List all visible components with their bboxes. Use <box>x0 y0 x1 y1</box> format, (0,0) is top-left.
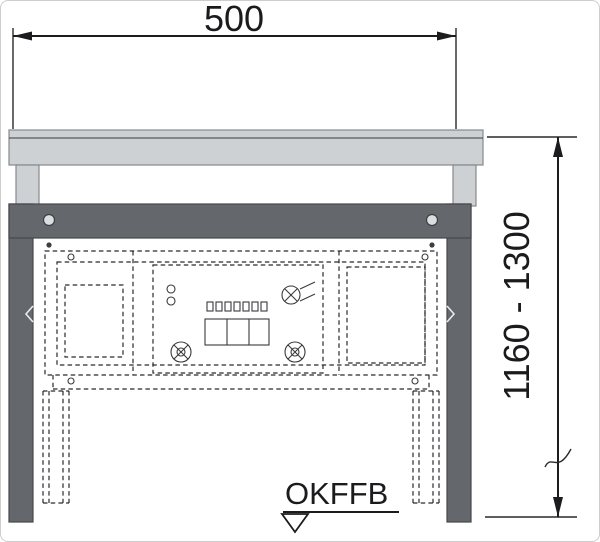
fixing-hole-icon <box>421 253 429 261</box>
floor-level-label: OKFFB <box>285 476 388 511</box>
valve-icon <box>166 296 176 306</box>
arrow-up-icon <box>553 137 563 157</box>
rivet-icon <box>46 242 52 248</box>
top-wall-rail <box>8 129 484 166</box>
pipe-connection-icon <box>170 341 192 363</box>
frame-rail-right <box>446 203 472 523</box>
flush-bend <box>281 281 316 305</box>
fixing-hole-icon <box>411 377 419 385</box>
cistern-left-chamber <box>64 284 124 358</box>
rail-notch-right <box>446 305 456 323</box>
rivet-icon <box>429 242 435 248</box>
cistern-right-chamber <box>346 266 426 364</box>
screw-icon <box>425 213 439 227</box>
flush-unit <box>152 264 324 374</box>
fixing-hole-icon <box>67 377 75 385</box>
arrow-down-icon <box>553 497 563 517</box>
cistern-body <box>44 250 438 376</box>
rail-notch-left <box>24 305 34 323</box>
arrow-right-icon <box>437 31 456 41</box>
height-dimension-label: 1160 - 1300 <box>496 211 537 401</box>
support-leg-right <box>412 390 440 504</box>
level-marker-icon <box>280 513 310 534</box>
support-legs <box>42 390 440 504</box>
screw-icon <box>42 213 56 227</box>
break-symbol-icon <box>544 448 572 468</box>
height-dimension: 1160 - 1300 <box>485 136 577 518</box>
actuator-box <box>204 318 270 346</box>
frame-rail-left <box>8 203 34 523</box>
width-dimension: 500 <box>12 1 457 129</box>
pipe-connection-icon <box>284 341 306 363</box>
support-leg-left <box>42 390 70 504</box>
frame-leg-left <box>15 164 40 207</box>
cistern-outline <box>44 250 438 390</box>
frame-crossbar <box>8 203 472 239</box>
mounting-frame <box>8 129 484 523</box>
fixing-hole-icon <box>67 253 75 261</box>
frame-leg-right <box>452 164 477 207</box>
rack-teeth <box>206 301 268 312</box>
width-dimension-label: 500 <box>204 1 264 39</box>
arrow-left-icon <box>13 31 32 41</box>
valve-icon <box>166 284 176 294</box>
floor-level: OKFFB <box>280 476 399 534</box>
